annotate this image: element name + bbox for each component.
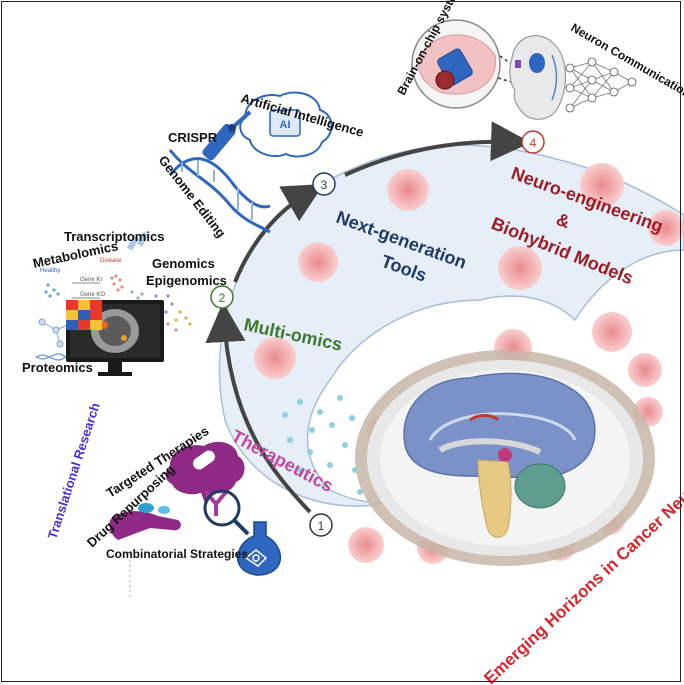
- capsule-icon: [138, 503, 154, 513]
- brainstem: [477, 459, 512, 538]
- cancer-cells: [254, 163, 684, 564]
- label-proteomics: Proteomics: [22, 360, 93, 375]
- chromatin-icon: [126, 231, 150, 251]
- head-profile: [509, 35, 567, 120]
- label-combinatorial: Combinatorial Strategies: [106, 547, 248, 561]
- stage-marker-2: [210, 285, 234, 309]
- drug-particles: [282, 395, 363, 495]
- ai-brain-icon: AI: [239, 91, 333, 158]
- label-genomics: Genomics: [152, 256, 215, 271]
- label-gene-ko: Gene KO: [80, 292, 105, 298]
- label-gene-ki: Gene KI: [80, 277, 102, 283]
- brain-illustration: [403, 372, 596, 538]
- magnifier-icon: [203, 489, 250, 536]
- stage-label-amp: &: [554, 209, 573, 232]
- ai-chip-icon: [269, 109, 301, 137]
- stage-number-4: 4: [530, 136, 537, 150]
- label-disease: Disease: [100, 258, 122, 264]
- arrow-1-to-2: [205, 302, 312, 514]
- stage-number-2: 2: [219, 291, 226, 305]
- neural-network-icon: [565, 57, 637, 113]
- brain-on-chip-panel: [411, 19, 521, 109]
- flask-icon: [236, 521, 282, 576]
- stage-number-3: 3: [321, 178, 328, 192]
- label-crispr: CRISPR: [168, 130, 218, 145]
- cancer-cell: [648, 210, 684, 246]
- cancer-cell: [254, 337, 296, 379]
- implant-icon: [529, 53, 545, 73]
- stage-marker-1: [309, 513, 333, 537]
- stage-marker-4: [521, 130, 545, 154]
- drug-repurposing-icon: [109, 503, 181, 540]
- cancer-cell: [628, 353, 662, 387]
- thalamus: [498, 448, 512, 462]
- omics-panel: [35, 231, 192, 376]
- cancer-cell: [498, 246, 542, 290]
- stage-marker-3: [312, 172, 336, 196]
- label-healthy: Healthy: [40, 268, 60, 274]
- label-epigenomics: Epigenomics: [146, 273, 227, 288]
- cancer-cell: [298, 242, 338, 282]
- pill-icon: [193, 450, 215, 470]
- cancer-cell: [348, 527, 384, 563]
- label-transcriptomics: Transcriptomics: [64, 229, 164, 244]
- cancer-cell: [592, 312, 632, 352]
- stage-number-1: 1: [318, 519, 325, 533]
- cerebellum: [514, 463, 566, 509]
- heatmap-icon: [66, 300, 102, 330]
- ai-chip-label: AI: [280, 119, 291, 131]
- antibody-icon: [204, 490, 228, 516]
- scatter-clusters: [44, 274, 192, 336]
- dna-helix-icon: [168, 149, 271, 234]
- organoid-icon: [435, 70, 455, 90]
- cancer-cell: [387, 169, 429, 211]
- stage-markers: 1 2 3 4: [210, 130, 545, 537]
- cancer-cell: [580, 163, 624, 207]
- dna-small-icon: [35, 353, 67, 361]
- arrow-3-to-4: [344, 121, 531, 177]
- scissors-icon: [202, 110, 252, 161]
